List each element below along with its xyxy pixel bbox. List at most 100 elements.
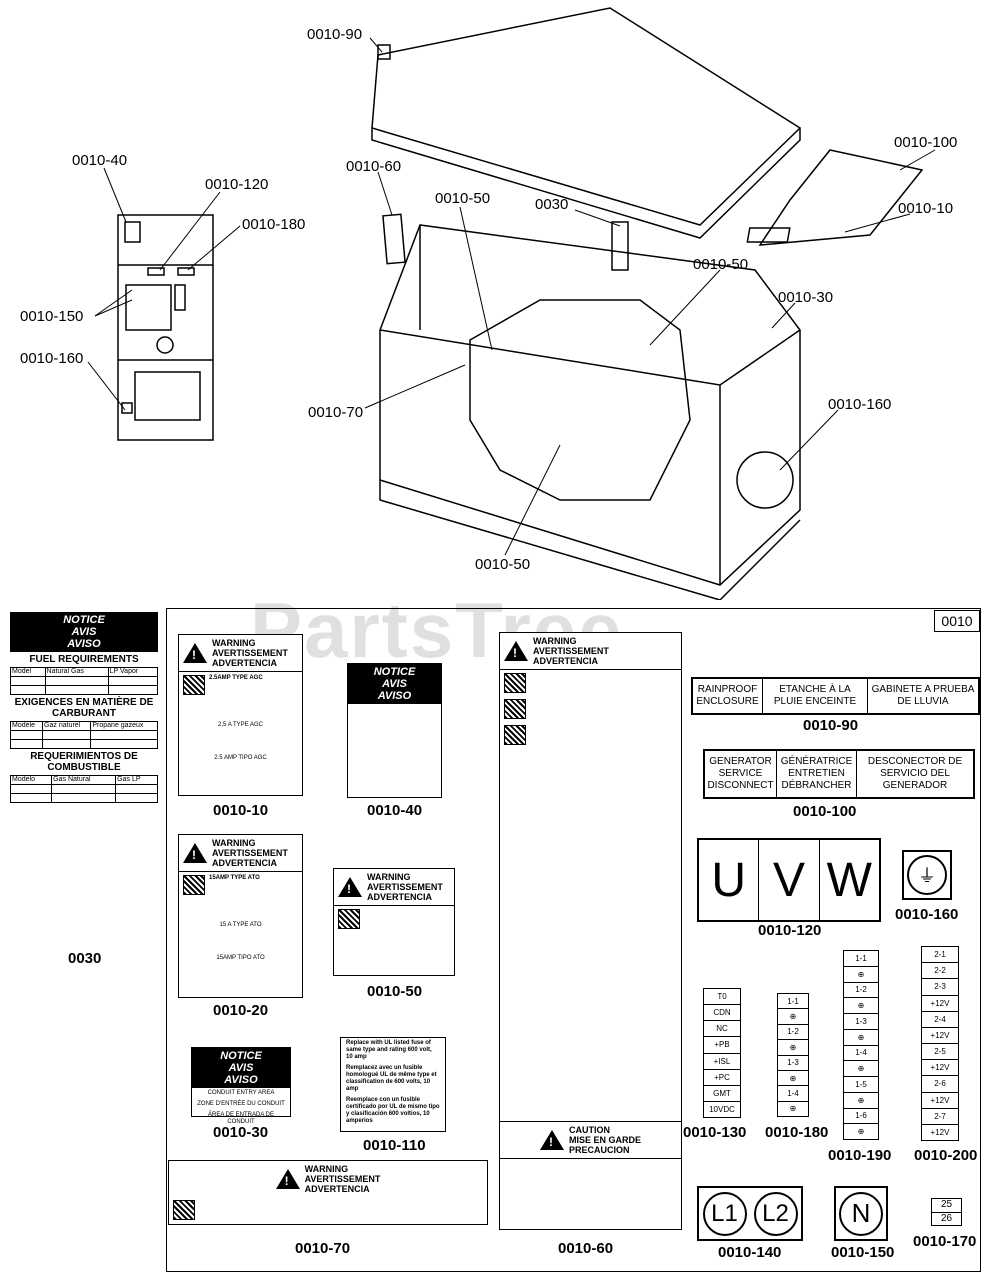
warning-triangle-icon (338, 877, 362, 897)
warn-fr: AVERTISSEMENT (367, 882, 443, 892)
terminal-row: 2-2 (922, 963, 958, 980)
terminal-row: 2-6 (922, 1076, 958, 1093)
terminal-row: ⊕ (844, 998, 878, 1014)
warn-en: WARNING (212, 638, 256, 648)
terminal-row: CDN (704, 1005, 740, 1022)
callout-0010-160-right: 0010-160 (828, 396, 892, 413)
panel-ref: 0010 (934, 610, 980, 632)
warn-en: WARNING (367, 872, 411, 882)
label-0010-110: 0010-110 (363, 1137, 426, 1154)
enclosure-frame (379, 224, 801, 586)
callout-0010-50-c: 0010-50 (475, 556, 531, 573)
decal-0010-90: RAINPROOF ENCLOSURE ETANCHE À LA PLUIE E… (691, 677, 980, 715)
warn-fr: AVERTISSEMENT (533, 646, 609, 656)
disconnect-es: DESCONECTOR DE SERVICIO DEL GENERADOR (867, 756, 963, 791)
label-0010-100: 0010-100 (793, 803, 857, 820)
warn-fr: AVERTISSEMENT (304, 1174, 381, 1184)
line-l2: L2 (753, 1191, 798, 1236)
notice-line-en: NOTICE (63, 614, 105, 626)
rainproof-es: GABINETE A PRUEBA DE LLUVIA (871, 684, 975, 707)
caution-es: PRECAUCION (568, 1145, 630, 1155)
fuse-replace-es: Reemplace con un fusible certificado por… (346, 1097, 440, 1124)
phase-w: W (826, 853, 872, 907)
terminal-row: NC (704, 1021, 740, 1038)
col-gas-lp: Gas LP (115, 775, 158, 785)
terminal-row: 2-7 (922, 1109, 958, 1125)
terminal-row: 1-2 (778, 1025, 808, 1041)
conduit-text-en: CONDUIT ENTRY AREA (207, 1090, 275, 1096)
terminal-row: 2-5 (922, 1044, 958, 1061)
terminal-row: 1-3 (778, 1056, 808, 1071)
callout-0010-50-b: 0010-50 (693, 256, 749, 273)
warning-triangle-icon (275, 1169, 300, 1189)
callout-0010-160-left: 0010-160 (20, 350, 84, 367)
disconnect-en: GENERATOR SERVICE DISCONNECT (705, 751, 777, 797)
notice-en: NOTICE (373, 666, 416, 678)
label-0010-190: 0010-190 (828, 1147, 892, 1164)
terminal-row: +12V (922, 1060, 958, 1077)
terminal-row: +12V (930, 1127, 950, 1137)
control-panel (117, 214, 214, 441)
pressure-hazard-icon (173, 1200, 195, 1220)
terminal-row: ⊕ (778, 1071, 808, 1087)
callout-0010-180: 0010-180 (242, 216, 306, 233)
decal-0010-140: L1 L2 (697, 1186, 803, 1241)
label-0010-10: 0010-10 (213, 802, 269, 819)
label-0010-170: 0010-170 (913, 1233, 977, 1250)
label-0010-60: 0010-60 (558, 1240, 614, 1257)
label-0010-180: 0010-180 (765, 1124, 829, 1141)
fuel-notice-banner: NOTICE AVIS AVISO (10, 612, 158, 652)
hot-surface-icon (504, 725, 526, 745)
fuel-heading-en: FUEL REQUIREMENTS (29, 654, 139, 665)
neutral-n: N (839, 1191, 883, 1236)
fire-hazard-icon (183, 875, 205, 895)
terminal-row: 1-5 (844, 1077, 878, 1093)
terminal-row: +PB (704, 1037, 740, 1054)
decal-0010-200: 2-1 2-2 2-3 +12V 2-4 +12V 2-5 +12V 2-6 +… (921, 946, 959, 1141)
phase-v: V (759, 840, 820, 920)
warn-es: ADVERTENCIA (212, 658, 278, 668)
terminal-row: ⊕ (778, 1009, 808, 1025)
warn-es: ADVERTENCIA (212, 858, 278, 868)
conduit-text-fr: ZONE D'ENTRÉE DU CONDUIT (197, 1101, 285, 1107)
notice-fr: AVIS (382, 678, 407, 690)
ground-icon: ⏚ (907, 855, 947, 895)
fire-hazard-icon (504, 699, 526, 719)
terminal-row: 1-3 (844, 1014, 878, 1030)
terminal-row: GMT (704, 1086, 740, 1102)
warn-es: ADVERTENCIA (367, 892, 433, 902)
decal-0010-160: ⏚ (902, 850, 952, 900)
caution-fr: MISE EN GARDE (568, 1135, 641, 1145)
fuse-rating-en: 15AMP TYPE ATO (209, 875, 260, 881)
warn-es: ADVERTENCIA (304, 1184, 370, 1194)
decal-0010-100: GENERATOR SERVICE DISCONNECT GÉNÉRATRICE… (703, 749, 975, 799)
col-modele: Modèle (9, 721, 44, 731)
terminal-row: 1-6 (844, 1109, 878, 1125)
callout-0010-10: 0010-10 (898, 200, 954, 217)
terminal-row: 2-3 (922, 979, 958, 996)
exploded-diagram (87, 7, 936, 600)
col-model: Model (10, 667, 46, 677)
label-0010-30: 0010-30 (213, 1124, 269, 1141)
label-0010-90: 0010-90 (803, 717, 859, 734)
fire-hazard-icon (183, 675, 205, 695)
label-0010-150: 0010-150 (831, 1244, 895, 1261)
caution-triangle-icon (539, 1130, 564, 1150)
fuse-rating-es: 2.5 AMP TIPO AGC (214, 755, 267, 761)
notice-en: NOTICE (220, 1050, 262, 1062)
decal-0010-150: N (834, 1186, 888, 1241)
label-0010-160: 0010-160 (895, 906, 959, 923)
access-lid (758, 149, 924, 246)
fuel-table-fr: Modèle Gaz naturel Propane gazeux (9, 721, 158, 749)
fuel-heading-fr: EXIGENCES EN MATIÈRE DE CARBURANT (14, 697, 154, 719)
label-0010-130: 0010-130 (683, 1124, 747, 1141)
terminal-row: +12V (922, 1093, 958, 1109)
label-0010-50: 0010-50 (367, 983, 423, 1000)
fuel-heading-es: REQUERIMIENTOS DE COMBUSTIBLE (30, 751, 138, 773)
callout-0010-120: 0010-120 (205, 176, 269, 193)
notice-es: AVISO (224, 1074, 258, 1086)
